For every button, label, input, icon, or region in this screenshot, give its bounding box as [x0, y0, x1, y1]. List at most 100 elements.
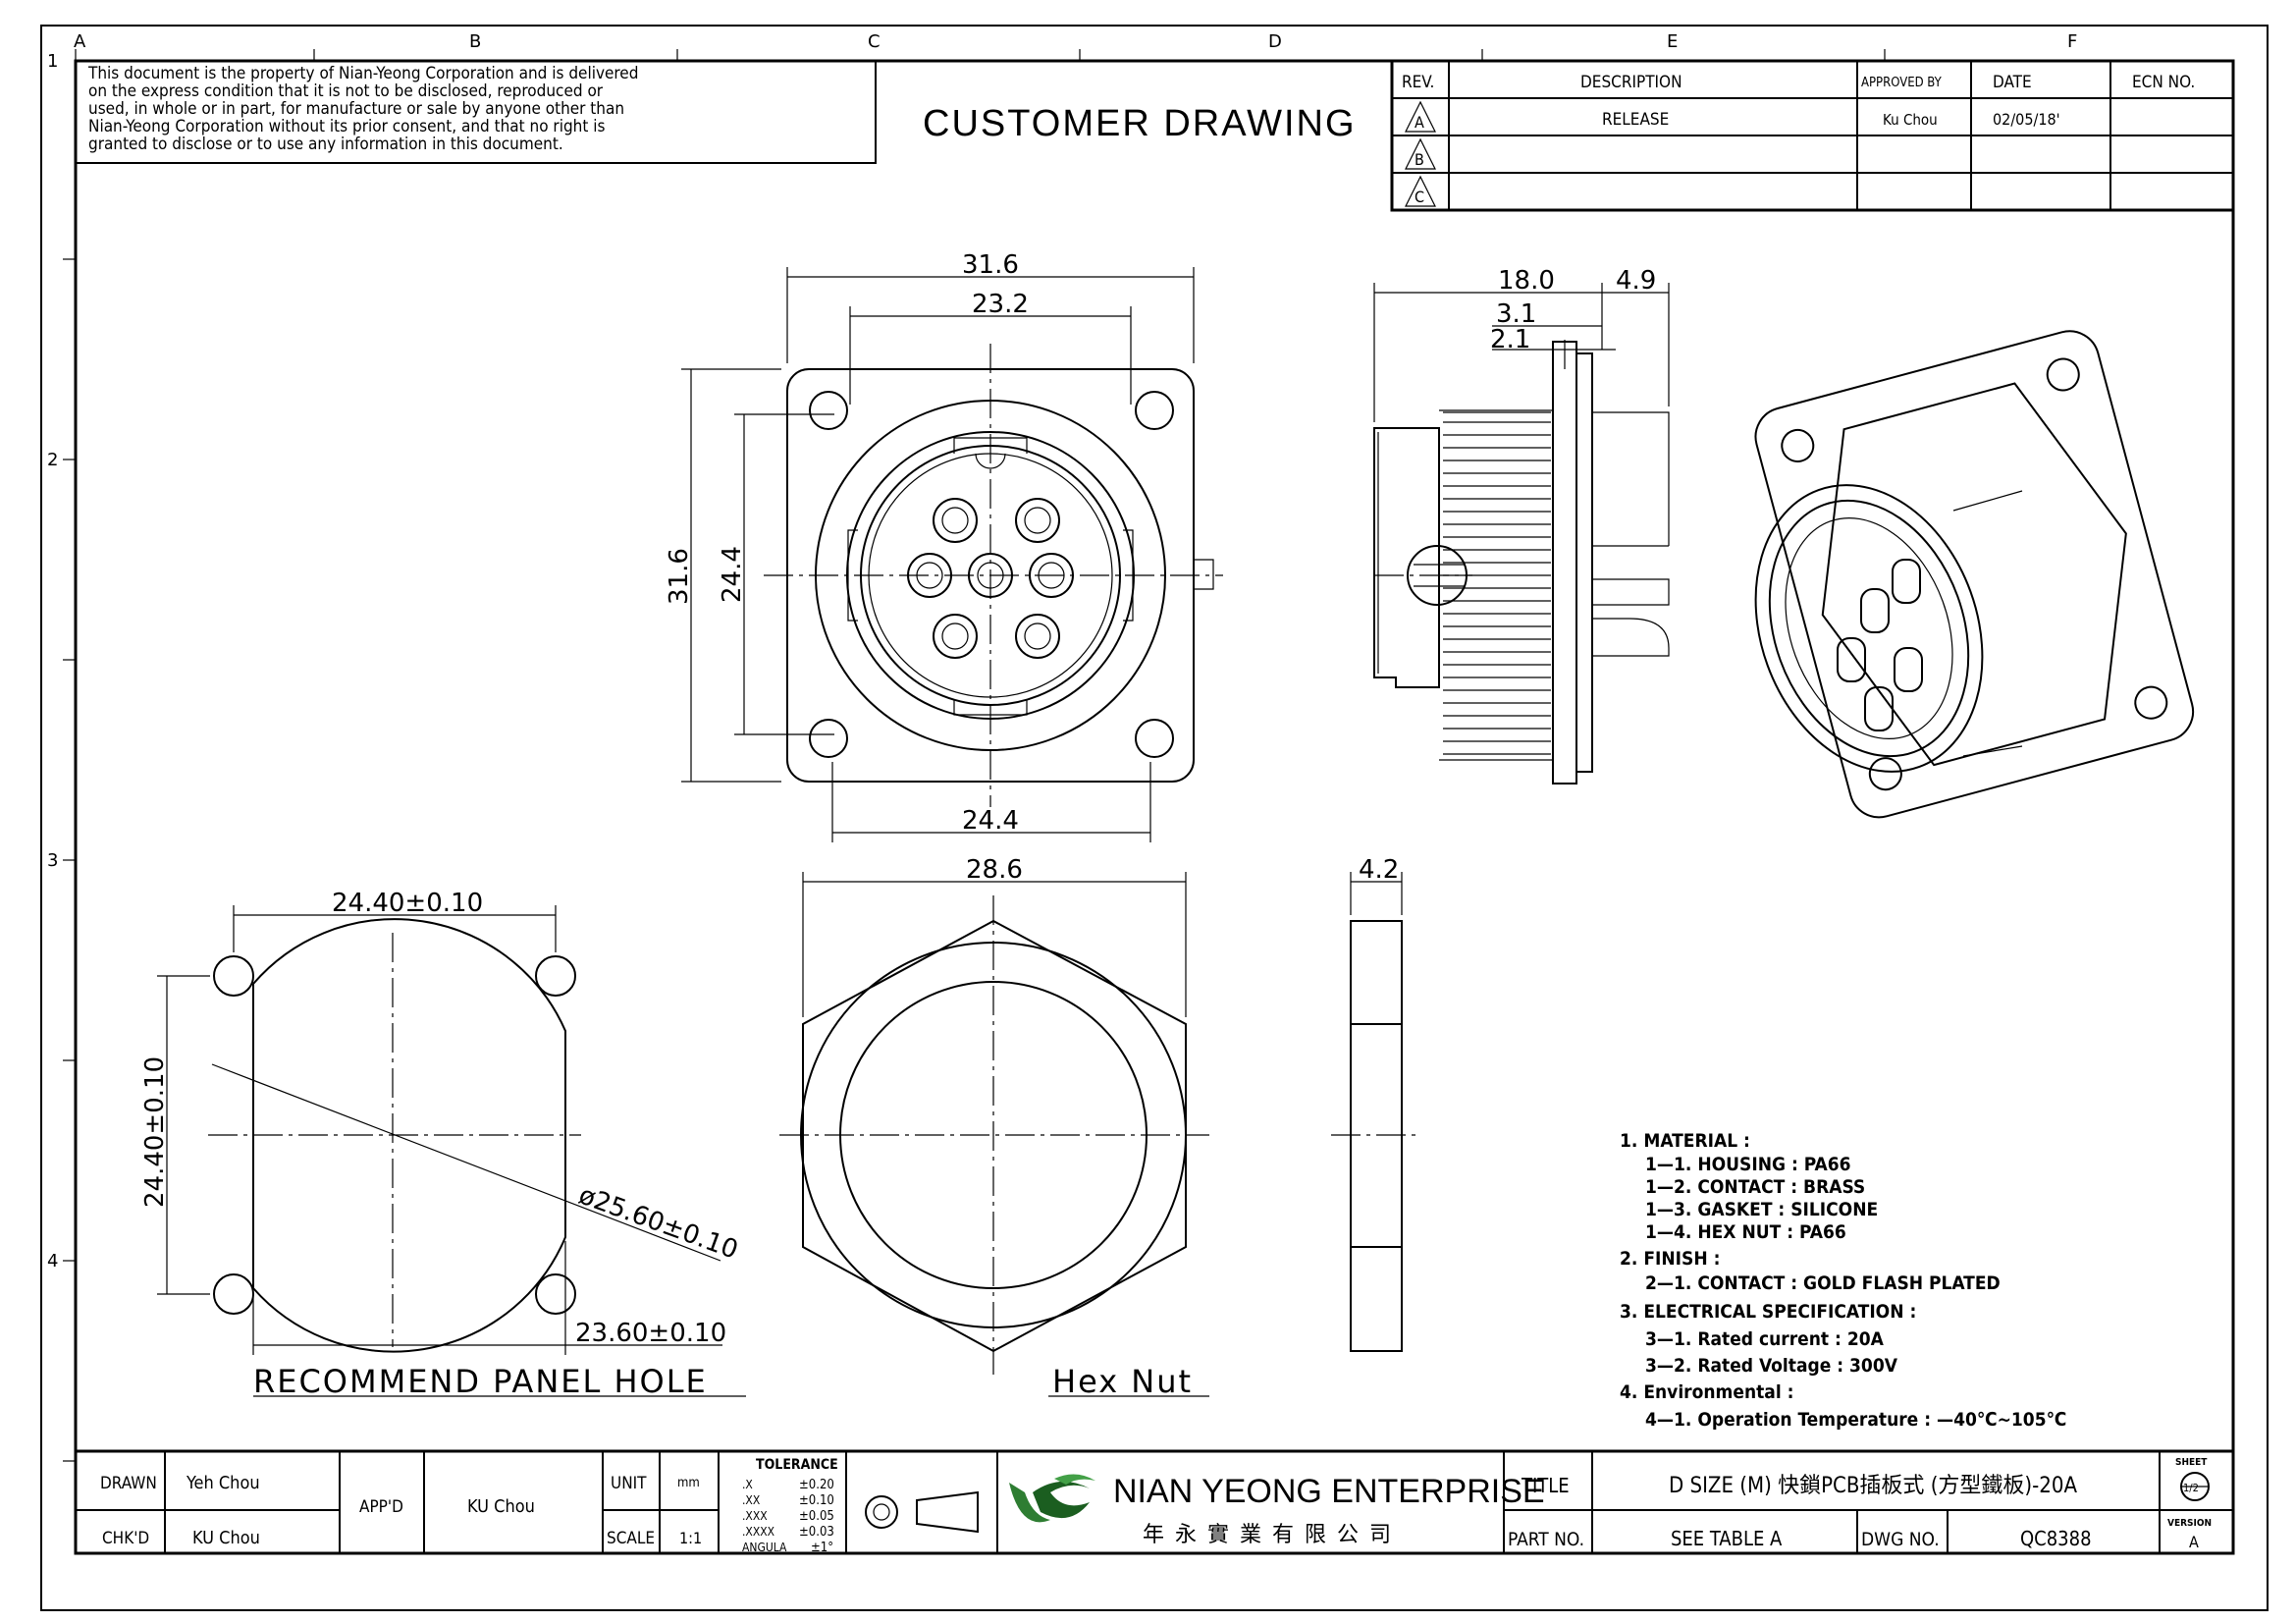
note-line: 1—4. HEX NUT : PA66 [1645, 1221, 1846, 1243]
dim-side-flange: 4.9 [1616, 266, 1656, 296]
outer-border [40, 25, 2269, 1611]
inner-border [74, 59, 2235, 1555]
part-no-value: SEE TABLE A [1671, 1527, 1783, 1550]
description-header: DESCRIPTION [1580, 73, 1682, 92]
isometric-view [1754, 330, 2195, 819]
tolerance-key: .X [742, 1478, 753, 1491]
note-line: 4. Environmental : [1620, 1381, 1793, 1403]
zone-col-f: F [2067, 31, 2077, 52]
unit-value: mm [677, 1476, 700, 1490]
version-label: VERSION [2167, 1518, 2212, 1529]
dim-side-2-1: 2.1 [1490, 325, 1530, 354]
rev-header: REV. [1402, 73, 1434, 92]
ecn-header: ECN NO. [2132, 73, 2195, 92]
company-name-zh: 年 永 實 業 有 限 公 司 [1143, 1523, 1393, 1547]
panel-hole-label: RECOMMEND PANEL HOLE [253, 1363, 708, 1400]
rev-a: A [1415, 113, 1424, 132]
notice-line: used, in whole or in part, for manufactu… [88, 99, 624, 119]
approved-by-header: APPROVED BY [1861, 76, 1943, 90]
notice-line: Nian-Yeong Corporation without its prior… [88, 117, 605, 136]
dim-side-3-1: 3.1 [1496, 299, 1536, 329]
dim-panel-height: 24.40±0.10 [140, 1056, 170, 1208]
notice-line: on the express condition that it is not … [88, 81, 604, 101]
row-zones: 1 2 3 4 [47, 51, 76, 1462]
projection-circle-icon [865, 1495, 898, 1529]
tolerance-title: TOLERANCE [756, 1457, 838, 1473]
rev-c: C [1415, 188, 1424, 206]
tolerance-key: .XXX [742, 1509, 768, 1523]
rev-triangle-icon [1405, 175, 1436, 207]
drawing-title: CUSTOMER DRAWING [923, 103, 1357, 144]
dim-front-bottom: 24.4 [962, 806, 1019, 836]
unit-label: UNIT [611, 1474, 647, 1493]
part-no-label: PART NO. [1508, 1529, 1584, 1550]
scale-value: 1:1 [679, 1529, 702, 1547]
rev-b: B [1415, 150, 1424, 169]
zone-col-e: E [1667, 31, 1678, 52]
column-zones: A B C D E F [74, 31, 2077, 61]
dim-side-length: 18.0 [1498, 266, 1555, 296]
drawn-label: DRAWN [100, 1474, 157, 1493]
note-line: 4—1. Operation Temperature : —40℃~105℃ [1645, 1409, 2066, 1431]
front-view [681, 267, 1223, 842]
dwg-no-value: QC8388 [2020, 1527, 2092, 1550]
note-line: 1—2. CONTACT : BRASS [1645, 1176, 1865, 1198]
notice-box [75, 60, 877, 164]
zone-row-3: 3 [47, 850, 58, 871]
tolerance-key: .XX [742, 1493, 761, 1507]
zone-col-c: C [868, 31, 881, 52]
note-line: 1. MATERIAL : [1620, 1130, 1750, 1152]
dim-panel-flat: 23.60±0.10 [575, 1319, 726, 1348]
dwg-no-label: DWG NO. [1861, 1529, 1940, 1550]
projection-circle-icon [873, 1503, 890, 1521]
side-view [1373, 283, 1670, 784]
note-line: 2. FINISH : [1620, 1248, 1720, 1270]
rev-triangle-icon [1405, 137, 1436, 170]
notice-line: granted to disclose or to use any inform… [88, 135, 563, 154]
revision-table: REV. DESCRIPTION APPROVED BY DATE ECN NO… [1390, 59, 2235, 212]
drawn-value: Yeh Chou [186, 1473, 260, 1493]
hex-nut-view [779, 872, 1421, 1397]
note-line: 1—3. GASKET : SILICONE [1645, 1199, 1878, 1220]
appd-value: KU Chou [467, 1496, 535, 1517]
chkd-label: CHK'D [102, 1529, 149, 1548]
dim-panel-diameter: ø25.60±0.10 [575, 1180, 742, 1265]
rev-a-approved: Ku Chou [1883, 111, 1938, 129]
sheet-label: SHEET [2175, 1457, 2208, 1468]
rev-a-description: RELEASE [1602, 110, 1669, 130]
rev-triangle-icon [1405, 100, 1436, 133]
note-line: 2—1. CONTACT : GOLD FLASH PLATED [1645, 1272, 2001, 1294]
tolerance-key: .XXXX [742, 1525, 775, 1539]
note-line: 1—1. HOUSING : PA66 [1645, 1154, 1851, 1175]
company-logo-icon [1009, 1474, 1095, 1523]
note-line: 3—2. Rated Voltage : 300V [1645, 1355, 1898, 1377]
version-value: A [2189, 1533, 2199, 1551]
tolerance-key: ANGULA [742, 1541, 787, 1554]
dim-hex-width: 28.6 [966, 855, 1023, 885]
appd-label: APP'D [359, 1497, 403, 1517]
date-header: DATE [1993, 73, 2032, 92]
tolerance-value: ±0.20 [799, 1478, 834, 1492]
dim-hex-thickness: 4.2 [1359, 855, 1399, 885]
zone-col-b: B [469, 31, 481, 52]
panel-hole-view [157, 905, 746, 1397]
note-line: 3—1. Rated current : 20A [1645, 1328, 1885, 1350]
dim-front-inner-width: 23.2 [972, 290, 1029, 319]
tolerance-value: ±1° [811, 1541, 833, 1555]
title-label: TITLE [1521, 1474, 1570, 1497]
scale-label: SCALE [607, 1529, 655, 1548]
projection-cone-icon [916, 1490, 979, 1534]
zone-col-d: D [1268, 31, 1282, 52]
dim-front-width: 31.6 [962, 250, 1019, 280]
notes: 1. MATERIAL : 1—1. HOUSING : PA66 1—2. C… [1620, 1130, 2066, 1431]
dim-front-inner-height: 24.4 [718, 546, 747, 603]
thread-lines [1443, 411, 1551, 755]
rev-a-date: 02/05/18' [1993, 110, 2060, 129]
iso-connector [1754, 484, 2023, 773]
notice-line: This document is the property of Nian-Ye… [87, 64, 638, 83]
company-name-en: NIAN YEONG ENTERPRISE [1113, 1473, 1545, 1510]
notice-text: This document is the property of Nian-Ye… [87, 64, 638, 154]
zone-row-1: 1 [47, 51, 58, 72]
dim-front-height: 31.6 [665, 548, 694, 605]
tolerance-value: ±0.10 [799, 1493, 834, 1508]
